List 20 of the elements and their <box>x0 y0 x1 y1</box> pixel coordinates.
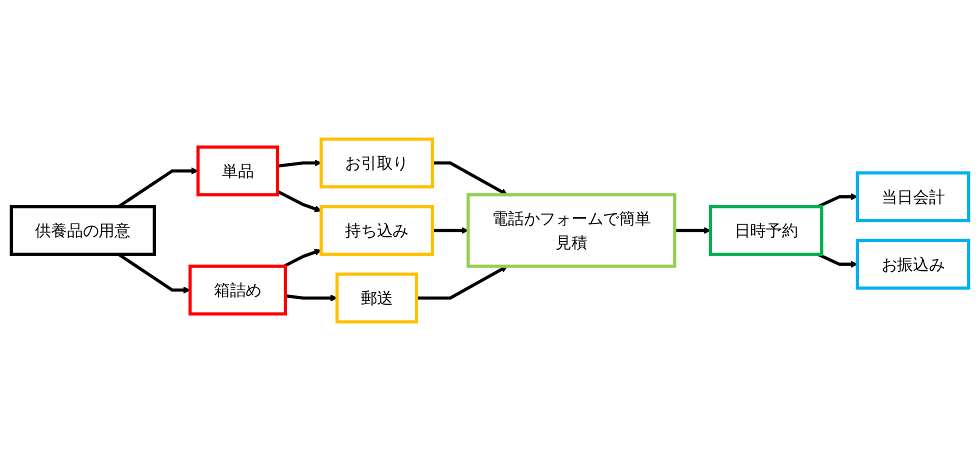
node-box: 供養品の用意 <box>10 205 156 256</box>
arrow <box>432 227 468 234</box>
node-box: 当日会計 <box>856 171 970 222</box>
node-box: お引取り <box>320 138 434 188</box>
arrow <box>416 266 508 300</box>
arrow <box>277 159 322 168</box>
node-box: 箱詰め <box>188 264 288 316</box>
node-box: 郵送 <box>335 272 418 324</box>
arrow <box>432 161 508 196</box>
node-box: 単品 <box>196 146 280 196</box>
arrow <box>285 294 338 302</box>
arrow <box>817 252 858 268</box>
arrow <box>276 190 322 212</box>
node-box: お振込み <box>856 238 970 290</box>
node-box: 日時予約 <box>708 205 824 256</box>
arrow <box>817 193 858 208</box>
arrow <box>674 227 711 234</box>
arrow <box>283 248 322 268</box>
node-box: 持ち込み <box>320 205 434 256</box>
node-box: 電話かフォームで簡単見積 <box>466 193 676 268</box>
